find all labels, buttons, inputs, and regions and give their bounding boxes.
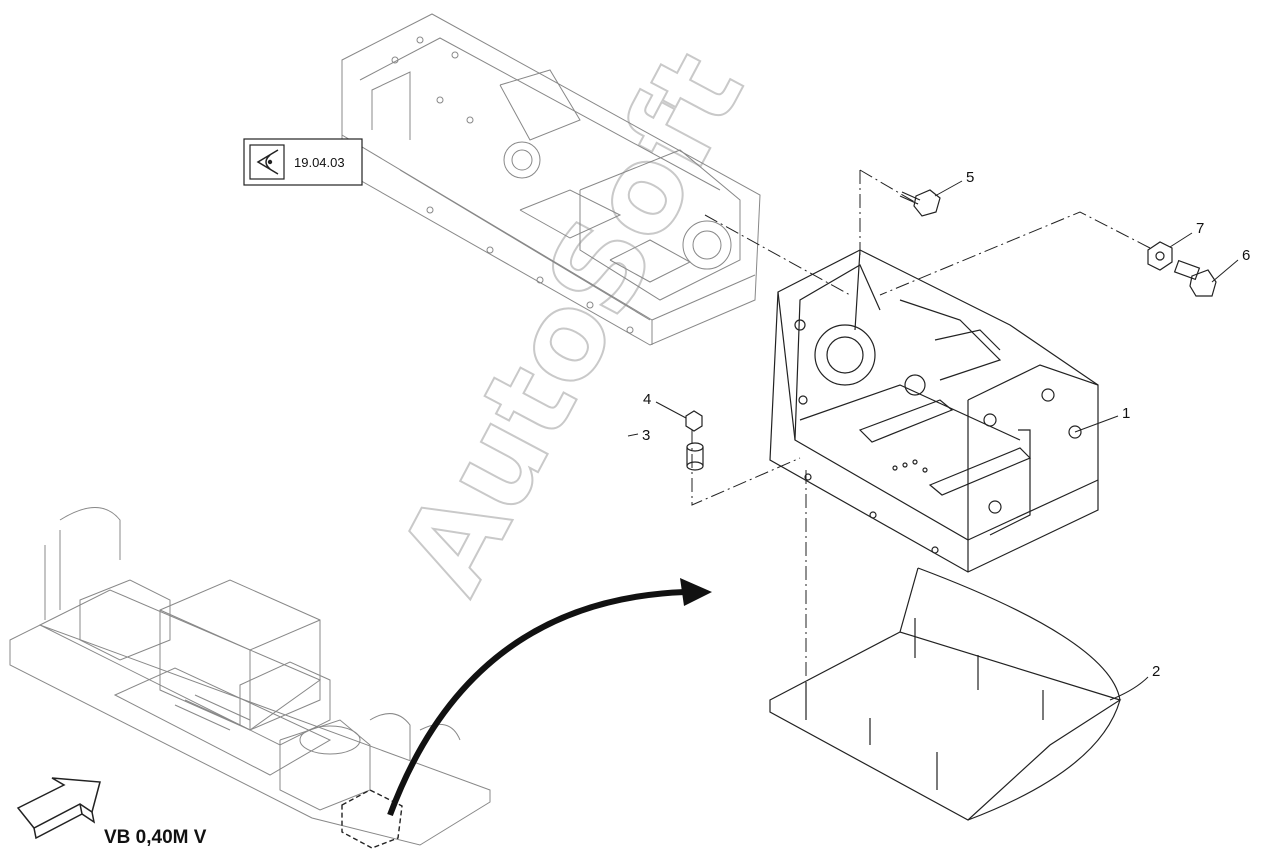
eye-view-icon bbox=[256, 149, 279, 175]
machine-overview bbox=[9, 507, 491, 846]
nut-part-4 bbox=[685, 410, 703, 432]
spacer-part-3 bbox=[686, 442, 704, 471]
reference-frame-assembly bbox=[341, 13, 761, 346]
assembly-lines bbox=[691, 169, 1151, 680]
callouts: 1 2 3 4 5 6 7 bbox=[627, 169, 1250, 701]
pointer-arrow-icon bbox=[387, 578, 712, 817]
variant-label: VB 0,40M V bbox=[104, 827, 207, 848]
reference-box: 19.04.03 bbox=[243, 138, 363, 186]
bolt-part-6 bbox=[1173, 259, 1217, 297]
callout-2: 2 bbox=[1152, 663, 1160, 680]
callout-5: 5 bbox=[966, 169, 974, 186]
reference-label: 19.04.03 bbox=[294, 155, 345, 170]
callout-6: 6 bbox=[1242, 247, 1250, 264]
nut-part-7 bbox=[1147, 241, 1173, 271]
direction-arrow-icon bbox=[16, 777, 101, 840]
plate-part-2 bbox=[769, 567, 1122, 821]
callout-7: 7 bbox=[1196, 220, 1204, 237]
callout-4: 4 bbox=[643, 391, 651, 408]
highlight-box bbox=[341, 789, 403, 849]
callout-3: 3 bbox=[642, 427, 650, 444]
watermark: AutoSoft bbox=[373, 30, 770, 613]
bolt-part-5 bbox=[899, 189, 941, 217]
frame-part-1 bbox=[769, 249, 1099, 573]
callout-1: 1 bbox=[1122, 405, 1130, 422]
